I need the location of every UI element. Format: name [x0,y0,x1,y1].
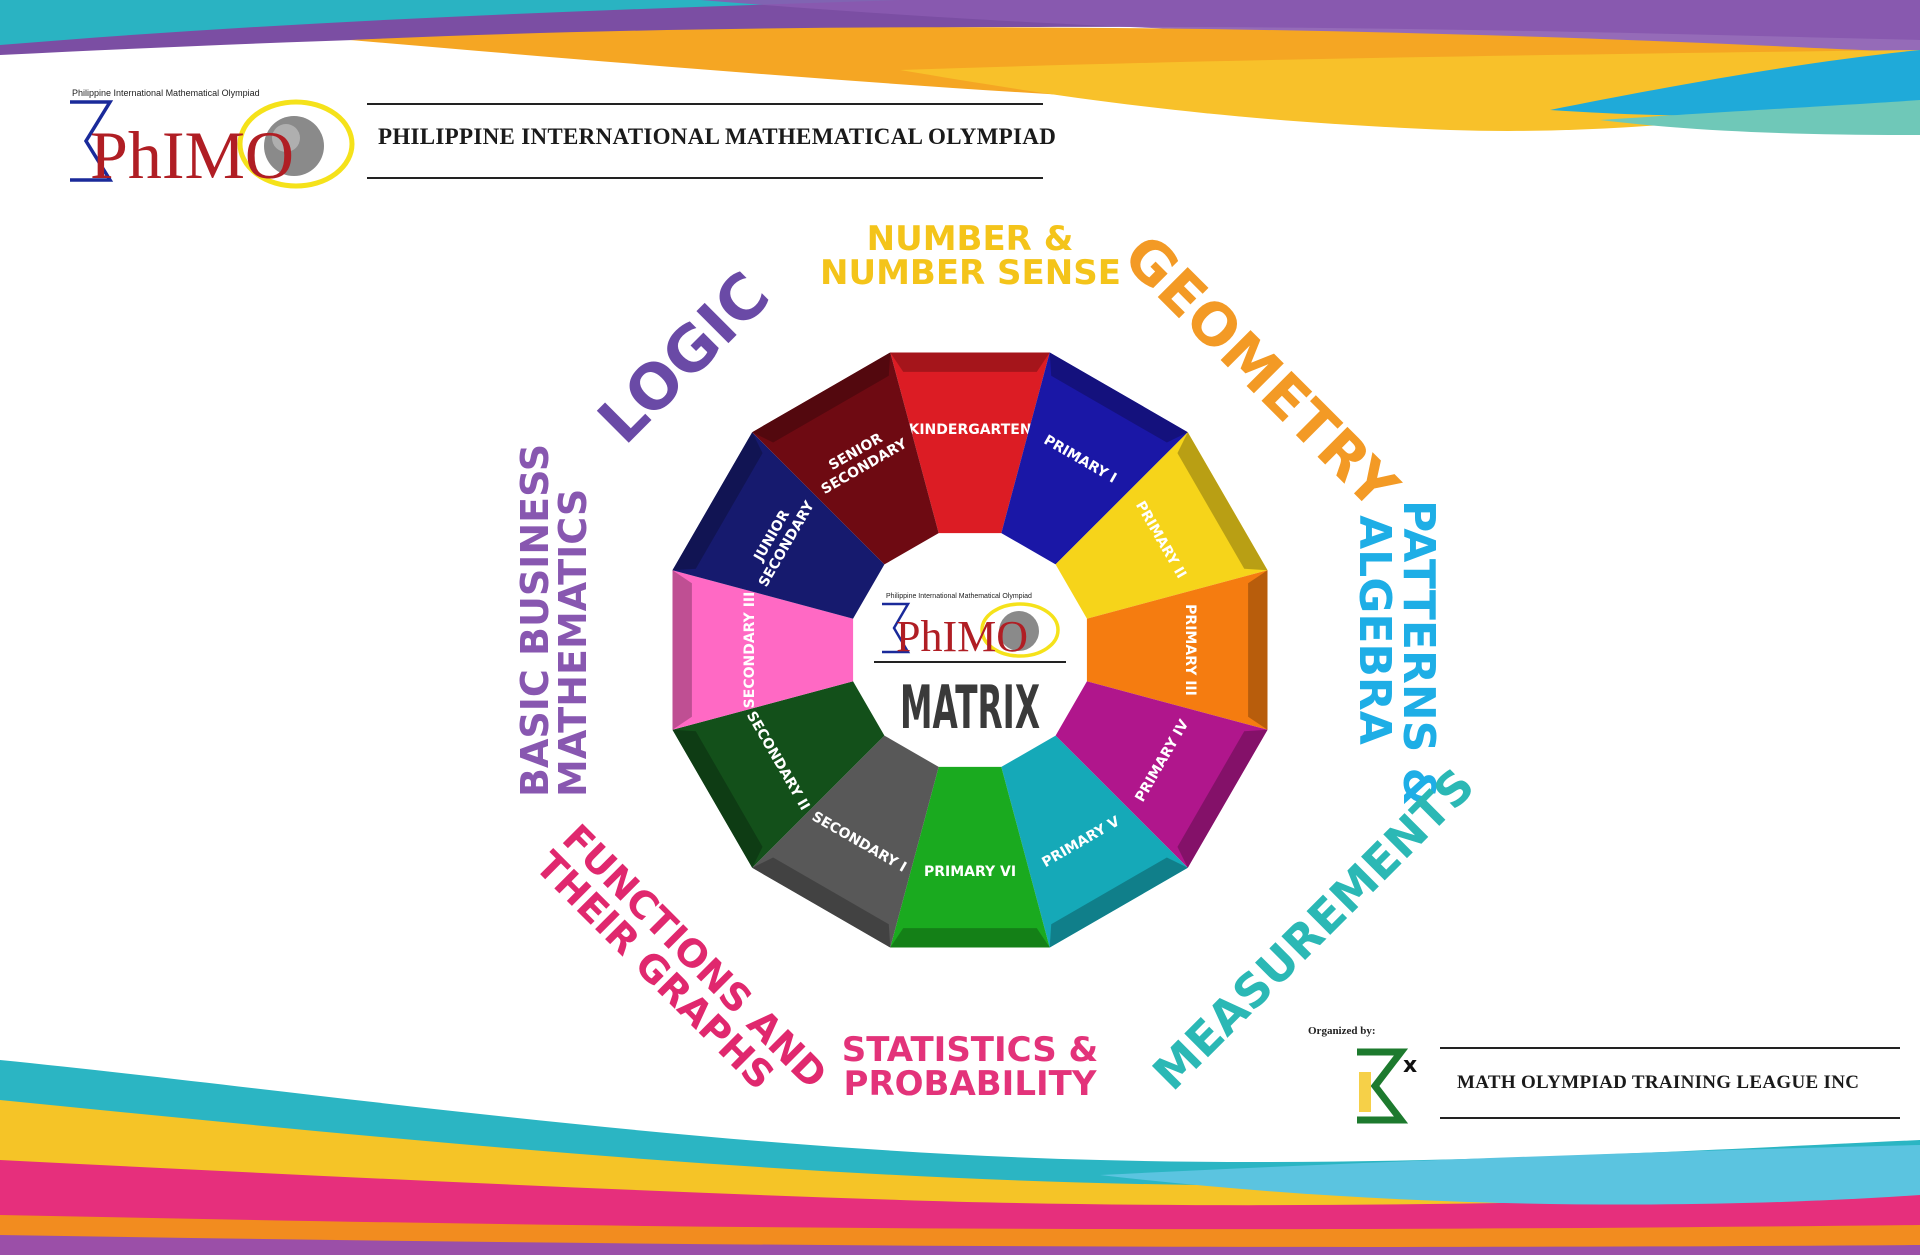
topic-patterns-algebra: PATTERNS &ALGEBRA [1349,500,1444,807]
phimo-logo: Philippine International Mathematical Ol… [70,88,355,193]
topic-line: STATISTICS & [841,1030,1099,1070]
level-segment [890,352,1050,537]
topic-line: MATHEMATICS [551,488,595,797]
organizer-label: Organized by: [1308,1025,1376,1037]
level-segment-bevel [1248,570,1268,730]
level-segment-bevel [1049,352,1188,443]
page-title: PHILIPPINE INTERNATIONAL MATHEMATICAL OL… [378,124,1057,149]
center-badge: Philippine International Mathematical Ol… [853,533,1087,767]
level-segment-bevel [1177,729,1268,868]
organizer-rule-bottom [1440,1117,1900,1119]
organizer-name: MATH OLYMPIAD TRAINING LEAGUE INC [1457,1072,1860,1093]
topic-number-sense: NUMBER &NUMBER SENSE [820,219,1121,293]
level-segment-bevel [752,352,891,443]
topic-line: BASIC BUSINESS [513,443,557,797]
topic-line: NUMBER SENSE [820,253,1121,293]
level-segment [672,570,857,730]
topic-statistics-probability: STATISTICS &PROBABILITY [820,1033,1120,1101]
topic-line: NUMBER & [866,219,1074,259]
svg-text:x: x [1403,1053,1417,1078]
topic-line: PROBABILITY [843,1064,1097,1104]
level-segment-bevel [890,352,1050,372]
logo-wordmark: PhIMO [90,117,294,193]
level-segment-bevel [752,857,891,948]
level-segment [890,763,1050,948]
header-rule-top [367,103,1043,105]
topic-line: PATTERNS & [1393,500,1444,807]
level-segment-bevel [672,729,763,868]
level-label: PRIMARY VI [924,864,1016,880]
center-logo-caption: Philippine International Mathematical Ol… [886,593,1032,600]
level-label: PRIMARY III [1182,604,1198,696]
center-matrix-label: MATRIX [900,673,1040,743]
header-rule-bottom [367,177,1043,179]
level-segment [1083,570,1268,730]
level-segment-bevel [672,570,692,730]
topic-line: ALGEBRA [1349,515,1400,745]
center-logo-wordmark: PhIMO [896,612,1028,661]
level-label: SECONDARY III [742,592,758,709]
level-segment-bevel [890,928,1050,948]
motli-logo: x [1353,1048,1417,1124]
organizer-rule-top [1440,1047,1900,1049]
level-segment-bevel [1177,432,1268,571]
logo-caption: Philippine International Mathematical Ol… [72,88,260,98]
level-segment-bevel [672,432,763,571]
level-label: KINDERGARTEN [908,422,1031,438]
level-segment-bevel [1049,857,1188,948]
